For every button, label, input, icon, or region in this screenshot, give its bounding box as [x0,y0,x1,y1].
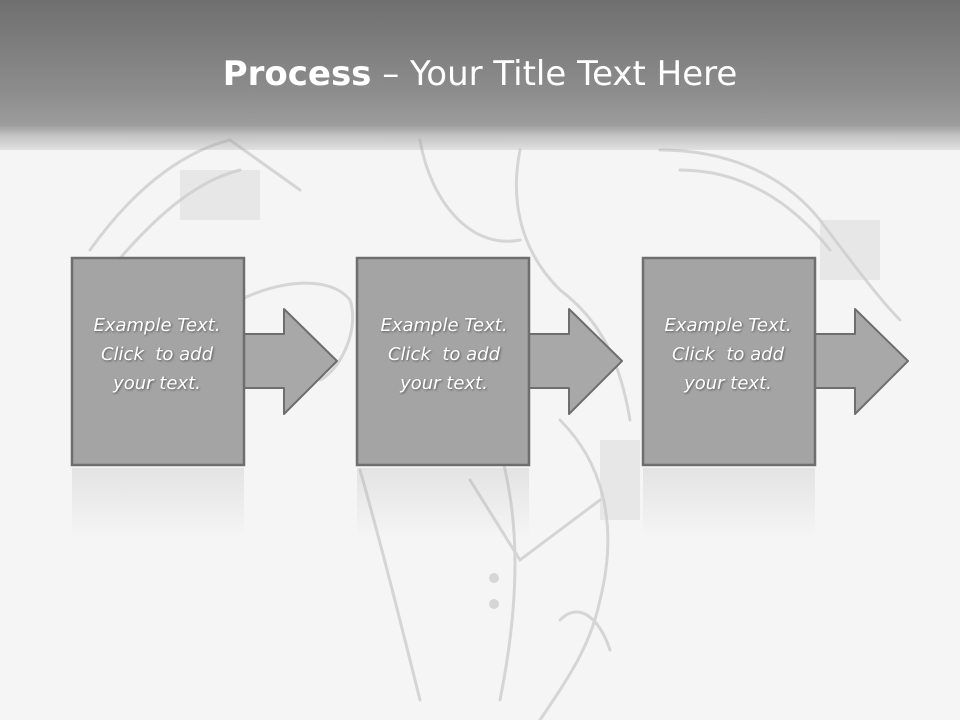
step-1-box [70,256,246,467]
step-3-text[interactable]: Example Text. Click to add your text. [643,311,813,398]
step-2-arrow [526,308,623,415]
step-2-text[interactable]: Example Text. Click to add your text. [359,311,529,398]
step-3-line-3: your text. [684,373,772,394]
step-3-arrow [812,308,909,415]
sketch-arm-right [658,148,902,322]
step-2-box [355,256,531,467]
step-3-line-2: Click to add [671,344,784,365]
step-1-arrow [241,308,338,415]
step-2-line-2: Click to add [387,344,500,365]
step-3-line-1: Example Text. [664,315,792,336]
slide-title-rest: – Your Title Text Here [371,54,738,94]
process-step-2[interactable] [355,256,623,467]
step-1-text[interactable]: Example Text. Click to add your text. [72,311,242,398]
process-reflections [72,468,815,538]
slide-title[interactable]: Process – Your Title Text Here [0,52,960,96]
sketch-torso [514,148,632,422]
step-2-line-1: Example Text. [380,315,508,336]
step-2-line-3: your text. [400,373,488,394]
process-step-1[interactable] [70,256,338,467]
step-1-line-1: Example Text. [93,315,221,336]
title-bar [0,0,960,150]
step-3-box [641,256,817,467]
step-1-line-3: your text. [113,373,201,394]
step-1-line-2: Click to add [100,344,213,365]
process-step-3[interactable] [641,256,909,467]
slide-title-bold: Process [222,54,372,94]
